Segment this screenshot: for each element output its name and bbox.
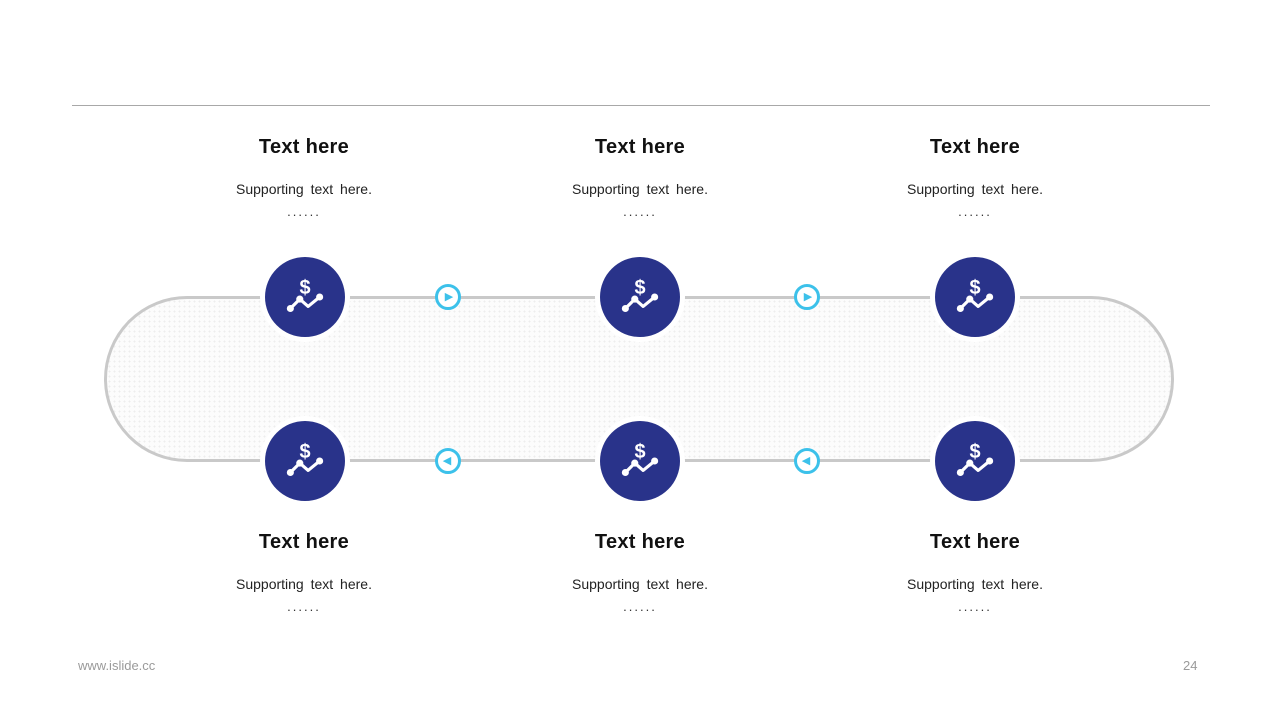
money-chart-node-bottom-2: $ [600, 421, 680, 501]
dollar-trend-icon: $ [286, 277, 324, 313]
dollar-trend-icon: $ [621, 277, 659, 313]
arrow-right-button-1: ▶ [435, 284, 461, 310]
dollar-trend-icon: $ [286, 441, 324, 477]
column-title: Text here [258, 531, 350, 553]
bottom-column-2: Text here Supporting text here. ...... [490, 527, 790, 614]
column-subtitle: Supporting text here. [572, 181, 708, 197]
column-title: Text here [929, 136, 1021, 158]
column-ellipsis: ...... [287, 204, 321, 219]
column-subtitle: Supporting text here. [572, 576, 708, 592]
column-subtitle: Supporting text here. [907, 181, 1043, 197]
svg-text:$: $ [969, 277, 980, 299]
play-left-icon: ◀ [442, 454, 452, 467]
play-left-icon: ◀ [801, 454, 811, 467]
bottom-column-3: Text here Supporting text here. ...... [825, 527, 1125, 614]
play-right-icon: ▶ [444, 290, 454, 303]
column-subtitle: Supporting text here. [907, 576, 1043, 592]
column-title: Text here [929, 531, 1021, 553]
top-divider-line [72, 105, 1210, 106]
svg-text:$: $ [634, 441, 645, 463]
column-ellipsis: ...... [958, 599, 992, 614]
column-title: Text here [594, 531, 686, 553]
column-ellipsis: ...... [623, 599, 657, 614]
column-subtitle: Supporting text here. [236, 181, 372, 197]
column-ellipsis: ...... [958, 204, 992, 219]
money-chart-node-top-3: $ [935, 257, 1015, 337]
money-chart-node-bottom-1: $ [265, 421, 345, 501]
page-number: 24 [1183, 658, 1198, 673]
svg-text:$: $ [634, 277, 645, 299]
top-column-2: Text here Supporting text here. ...... [490, 132, 790, 219]
money-chart-node-bottom-3: $ [935, 421, 1015, 501]
arrow-right-button-2: ▶ [794, 284, 820, 310]
dollar-trend-icon: $ [621, 441, 659, 477]
footer-url: www.islide.cc [78, 658, 156, 673]
arrow-left-button-1: ◀ [435, 448, 461, 474]
money-chart-node-top-1: $ [265, 257, 345, 337]
play-right-icon: ▶ [803, 290, 813, 303]
dollar-trend-icon: $ [956, 441, 994, 477]
column-title: Text here [594, 136, 686, 158]
money-chart-node-top-2: $ [600, 257, 680, 337]
column-ellipsis: ...... [623, 204, 657, 219]
top-column-1: Text here Supporting text here. ...... [154, 132, 454, 219]
arrow-left-button-2: ◀ [794, 448, 820, 474]
dollar-trend-icon: $ [956, 277, 994, 313]
svg-text:$: $ [299, 277, 310, 299]
top-column-3: Text here Supporting text here. ...... [825, 132, 1125, 219]
column-title: Text here [258, 136, 350, 158]
svg-text:$: $ [969, 441, 980, 463]
bottom-column-1: Text here Supporting text here. ...... [154, 527, 454, 614]
svg-text:$: $ [299, 441, 310, 463]
column-subtitle: Supporting text here. [236, 576, 372, 592]
column-ellipsis: ...... [287, 599, 321, 614]
